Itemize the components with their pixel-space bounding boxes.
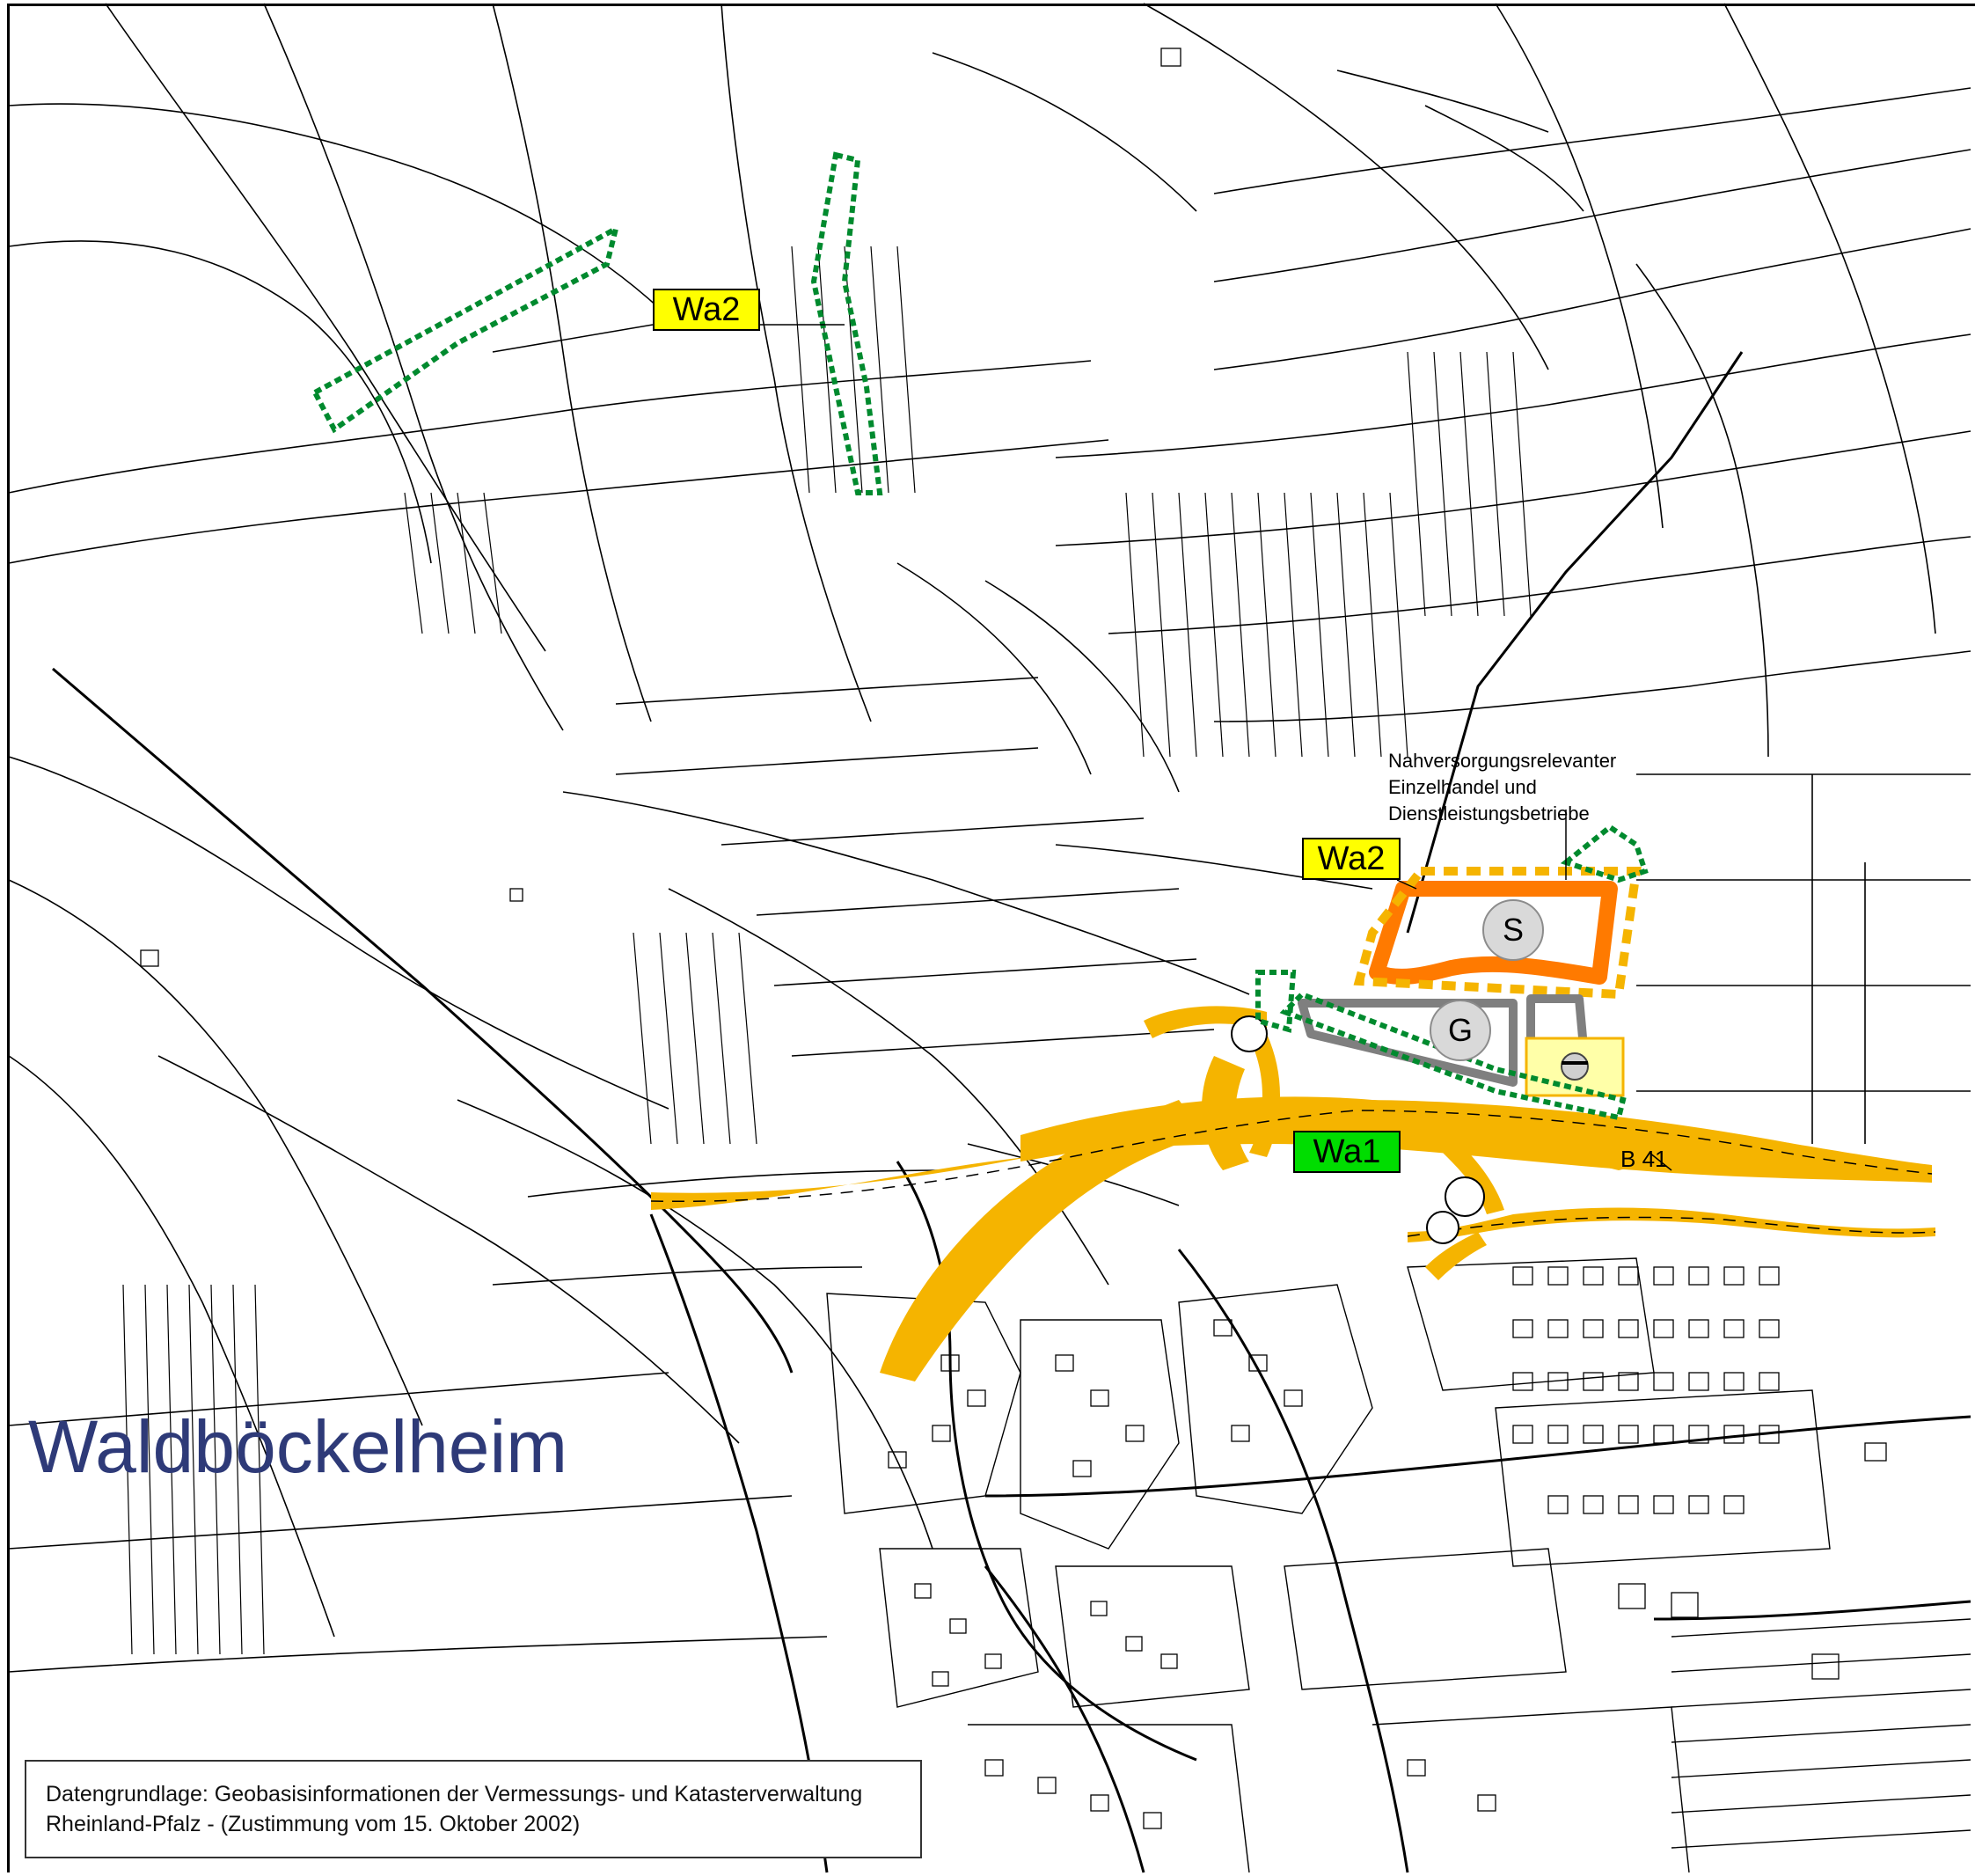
annotation-line-2: Einzelhandel und (1388, 776, 1537, 798)
legend-line-1: Datengrundlage: Geobasisinformationen de… (46, 1782, 863, 1806)
s-zone-dashed-boundary (1353, 867, 1642, 1000)
label-wa2-center: Wa2 (1302, 838, 1401, 880)
town-blocks (826, 1257, 1971, 1873)
leader-lines (492, 324, 1672, 1171)
road-network (52, 351, 1971, 1873)
annotation-line-3: Dienstleistungsbetriebe (1388, 802, 1590, 824)
b41-dashes (650, 1110, 1936, 1237)
town-name: Waldböckelheim (28, 1405, 568, 1488)
label-g-zone: G (1430, 1000, 1491, 1061)
buildings (140, 48, 1887, 1829)
g-zone-outline (1298, 999, 1518, 1087)
annotation-retail: Nahversorgungsrelevanter Einzelhandel un… (1388, 748, 1616, 827)
annotation-line-1: Nahversorgungsrelevanter (1388, 750, 1617, 772)
legend-line-2: Rheinland-Pfalz - (Zustimmung vom 15. Ok… (46, 1812, 581, 1836)
b41-road-corridor (651, 1006, 1935, 1381)
label-s-zone: S (1482, 899, 1544, 961)
strip-parcels (122, 245, 1532, 1655)
label-wa1: Wa1 (1293, 1131, 1401, 1173)
roundabouts (1231, 1015, 1485, 1244)
label-wa2-north: Wa2 (653, 289, 760, 331)
s-zone-outline (1369, 881, 1618, 985)
data-source-legend: Datengrundlage: Geobasisinformationen de… (25, 1760, 922, 1858)
green-hatched-areas (311, 151, 1649, 1121)
parcel-lines (8, 3, 1971, 1673)
label-b41: B 41 (1620, 1146, 1668, 1172)
special-zone-symbol (1561, 1052, 1589, 1081)
